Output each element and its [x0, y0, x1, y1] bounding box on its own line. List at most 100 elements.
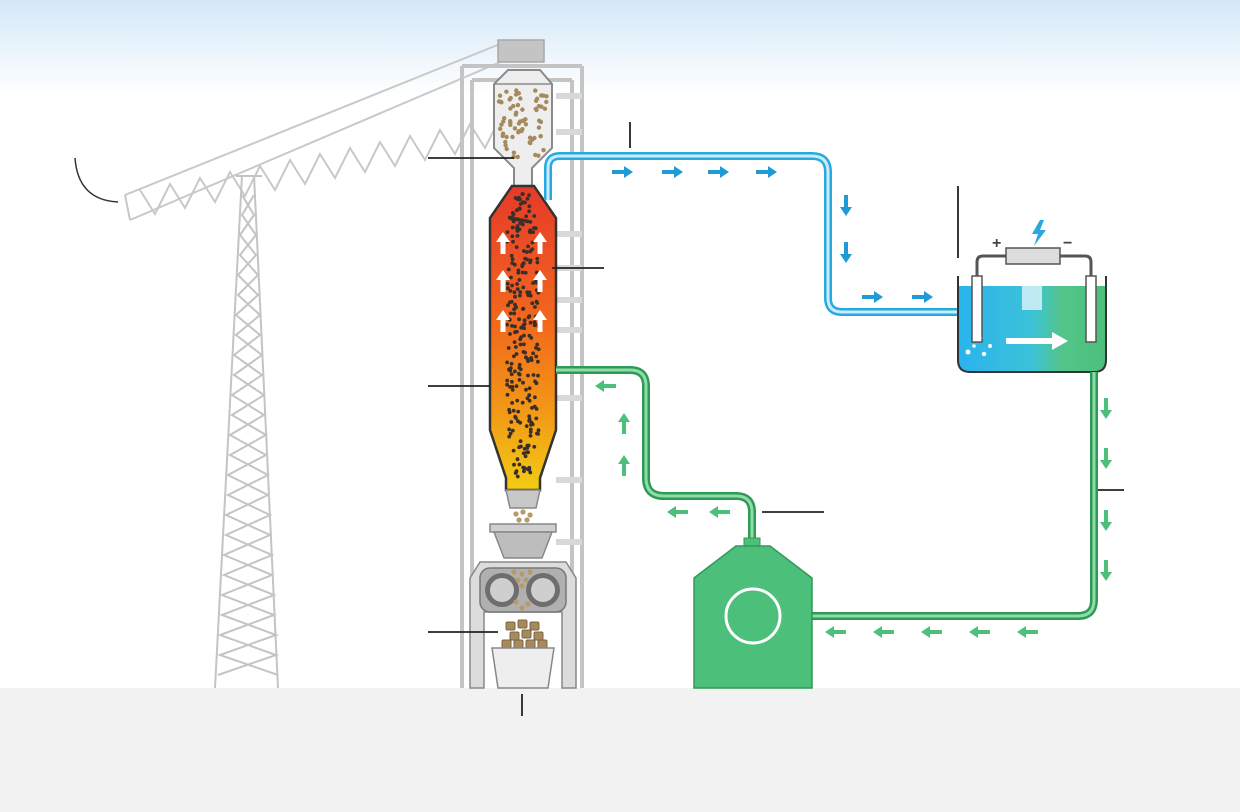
flow-arrow	[1100, 510, 1112, 531]
burden-dot	[524, 387, 528, 392]
pellet	[533, 88, 538, 93]
flow-arrow	[969, 626, 990, 638]
burden-dot	[523, 454, 528, 459]
product-bin	[491, 619, 555, 689]
flow-arrow	[921, 626, 942, 638]
burden-dot	[519, 325, 523, 330]
burden-dot	[506, 346, 511, 350]
pellet	[525, 601, 531, 607]
pellet	[515, 102, 521, 108]
pellet	[519, 571, 525, 577]
burden-dot	[509, 372, 514, 377]
pellet	[518, 96, 523, 101]
burden-dot	[509, 420, 514, 424]
recycle-line	[812, 372, 1098, 620]
frame-ladder-rungs	[556, 93, 582, 545]
burden-dot	[518, 337, 523, 342]
burden-dot	[515, 398, 520, 403]
recycle-line-highlight	[812, 372, 1096, 618]
briquette	[533, 631, 544, 641]
burden-dot	[526, 373, 530, 378]
burden-dot	[505, 392, 510, 397]
pellet	[504, 134, 509, 140]
pellet	[503, 139, 508, 145]
burden-dot	[527, 209, 532, 214]
burden-dot	[534, 299, 539, 304]
burden-dot	[518, 290, 523, 294]
burden-dot	[509, 361, 514, 366]
burden-dot	[520, 192, 525, 196]
burden-dot	[516, 217, 521, 222]
burden-dot	[507, 410, 512, 415]
burden-dot	[513, 324, 517, 329]
burden-dot	[532, 444, 537, 449]
burden-dot	[528, 220, 533, 224]
pellet	[519, 583, 525, 589]
burden-dot	[513, 294, 517, 299]
roller-crusher	[469, 523, 577, 689]
briquette	[529, 621, 540, 631]
burden-dot	[520, 400, 525, 405]
burden-dot	[512, 290, 517, 295]
burden-dot	[514, 416, 518, 420]
burden-dot	[521, 307, 525, 311]
burden-dot	[510, 215, 514, 220]
burden-dot	[523, 270, 528, 275]
burden-dot	[524, 250, 529, 254]
burden-dot	[524, 214, 528, 219]
burden-dot	[521, 451, 526, 456]
burden-dot	[521, 350, 526, 354]
briquette	[505, 621, 516, 631]
pellet	[523, 577, 529, 583]
pellet	[533, 106, 538, 112]
burden-dot	[517, 317, 521, 322]
minus-sign: −	[1063, 235, 1072, 252]
reactor-discharge-cone	[505, 489, 541, 509]
burden-dot	[519, 221, 524, 226]
burden-dot	[535, 260, 540, 265]
burden-dot	[535, 256, 540, 261]
burden-dot	[510, 211, 515, 215]
pellet	[511, 569, 517, 575]
burden-dot	[525, 196, 530, 201]
burden-dot	[527, 193, 531, 198]
burden-dot	[525, 357, 530, 361]
pellet	[536, 103, 542, 109]
feed-gas-line-highlight	[556, 368, 754, 546]
lightning-icon	[1032, 220, 1046, 246]
flow-arrow	[667, 506, 688, 518]
burden-dot	[506, 303, 510, 308]
burden-dot	[515, 226, 519, 231]
burden-dot	[521, 285, 526, 290]
burden-dot	[533, 379, 537, 384]
burden-dot	[517, 378, 522, 382]
flow-arrow	[612, 166, 633, 178]
flow-arrow	[756, 166, 777, 178]
burden-dot	[513, 305, 518, 310]
pellet	[514, 110, 519, 115]
burden-dot	[509, 299, 514, 304]
briquette	[513, 639, 524, 649]
pellet	[516, 121, 522, 126]
burden-dot	[532, 214, 537, 218]
burden-dot	[531, 281, 535, 285]
burden-dot	[531, 351, 535, 356]
burden-dot	[513, 369, 517, 374]
electrolyzer: + −	[957, 220, 1107, 373]
pellet	[504, 146, 509, 152]
pellet	[541, 147, 546, 153]
burden-dot	[506, 267, 511, 272]
pellet	[514, 88, 519, 93]
reactor-burden-dots	[505, 192, 541, 479]
burden-dot	[526, 293, 530, 297]
pellet	[538, 134, 543, 139]
pellet	[520, 509, 526, 515]
burden-dot	[515, 229, 520, 233]
pellet	[515, 154, 520, 160]
burden-dot	[517, 445, 521, 450]
burden-dot	[515, 234, 520, 238]
burden-dot	[530, 247, 535, 252]
pellet	[512, 126, 518, 131]
up-arrow	[533, 310, 547, 332]
